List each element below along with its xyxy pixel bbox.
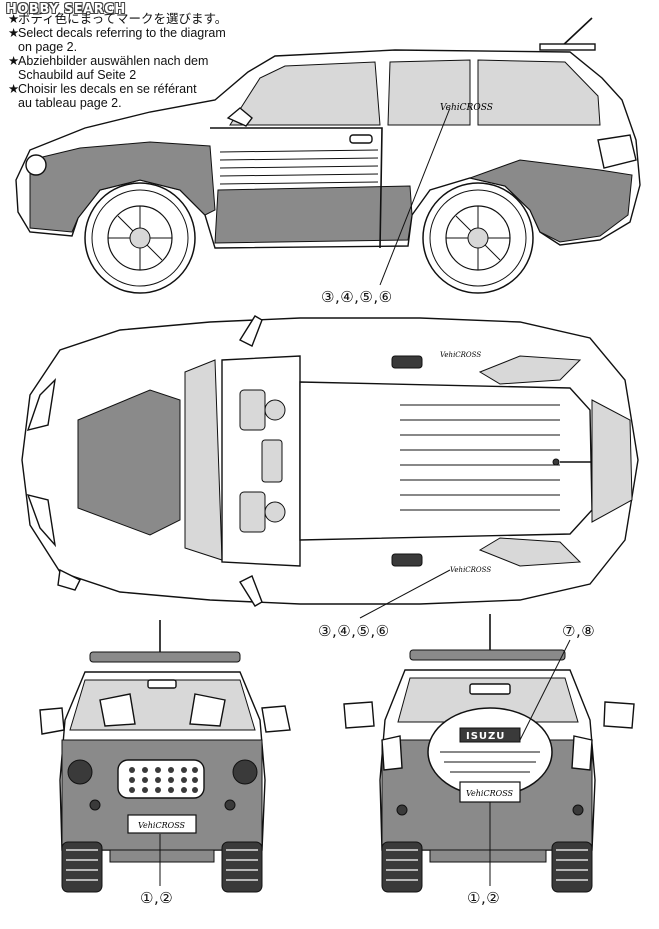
callout-rear-bottom-decals: ①,② <box>467 889 501 907</box>
front-right-tire <box>221 841 263 893</box>
callout-top-decals: ③,④,⑤,⑥ <box>318 622 390 640</box>
star-icon: ★ <box>8 54 20 68</box>
front-wheel <box>84 182 196 294</box>
side-badge: VehiCROSS <box>440 103 493 113</box>
star-icon: ★ <box>8 12 20 26</box>
rear-view: ISUZU VehiCROSS <box>343 614 635 893</box>
hobby-search-watermark: HOBBY SEARCH <box>6 2 126 17</box>
front-view: VehiCROSS <box>39 620 291 893</box>
star-icon: ★ <box>8 26 20 40</box>
front-badge: VehiCROSS <box>138 821 186 830</box>
rear-left-tire <box>381 841 423 893</box>
instruction-de-2: Schaubild auf Seite 2 <box>18 68 137 82</box>
decal-instructions: ★ボディ色にまってマークを選びます。 ★Select decals referr… <box>8 12 227 110</box>
top-badge-upper: VehiCROSS <box>440 351 481 359</box>
instruction-de-1: Abziehbilder auswählen nach dem <box>18 54 209 68</box>
spare-tire-brand: ISUZU <box>466 731 505 742</box>
instruction-en-1: Select decals referring to the diagram <box>18 26 226 40</box>
instruction-en-2: on page 2. <box>18 40 78 54</box>
top-view: VehiCROSS VehiCROSS <box>21 315 639 619</box>
rear-badge: VehiCROSS <box>466 789 514 798</box>
star-icon: ★ <box>8 82 20 96</box>
rear-right-tire <box>551 841 593 893</box>
side-view: VehiCROSS <box>15 17 641 294</box>
front-left-tire <box>61 841 103 893</box>
rear-wheel <box>422 182 534 294</box>
top-badge-lower: VehiCROSS <box>450 566 491 574</box>
callout-rear-upper-decals: ⑦,⑧ <box>562 622 596 640</box>
callout-side-decals: ③,④,⑤,⑥ <box>321 288 393 306</box>
callout-front-bottom-decals: ①,② <box>140 889 174 907</box>
instruction-fr-2: au tableau page 2. <box>18 96 122 110</box>
instruction-jp: ボディ色にまってマークを選びます。 <box>18 12 228 26</box>
instruction-fr-1: Choisir les decals en se référant <box>18 82 197 96</box>
